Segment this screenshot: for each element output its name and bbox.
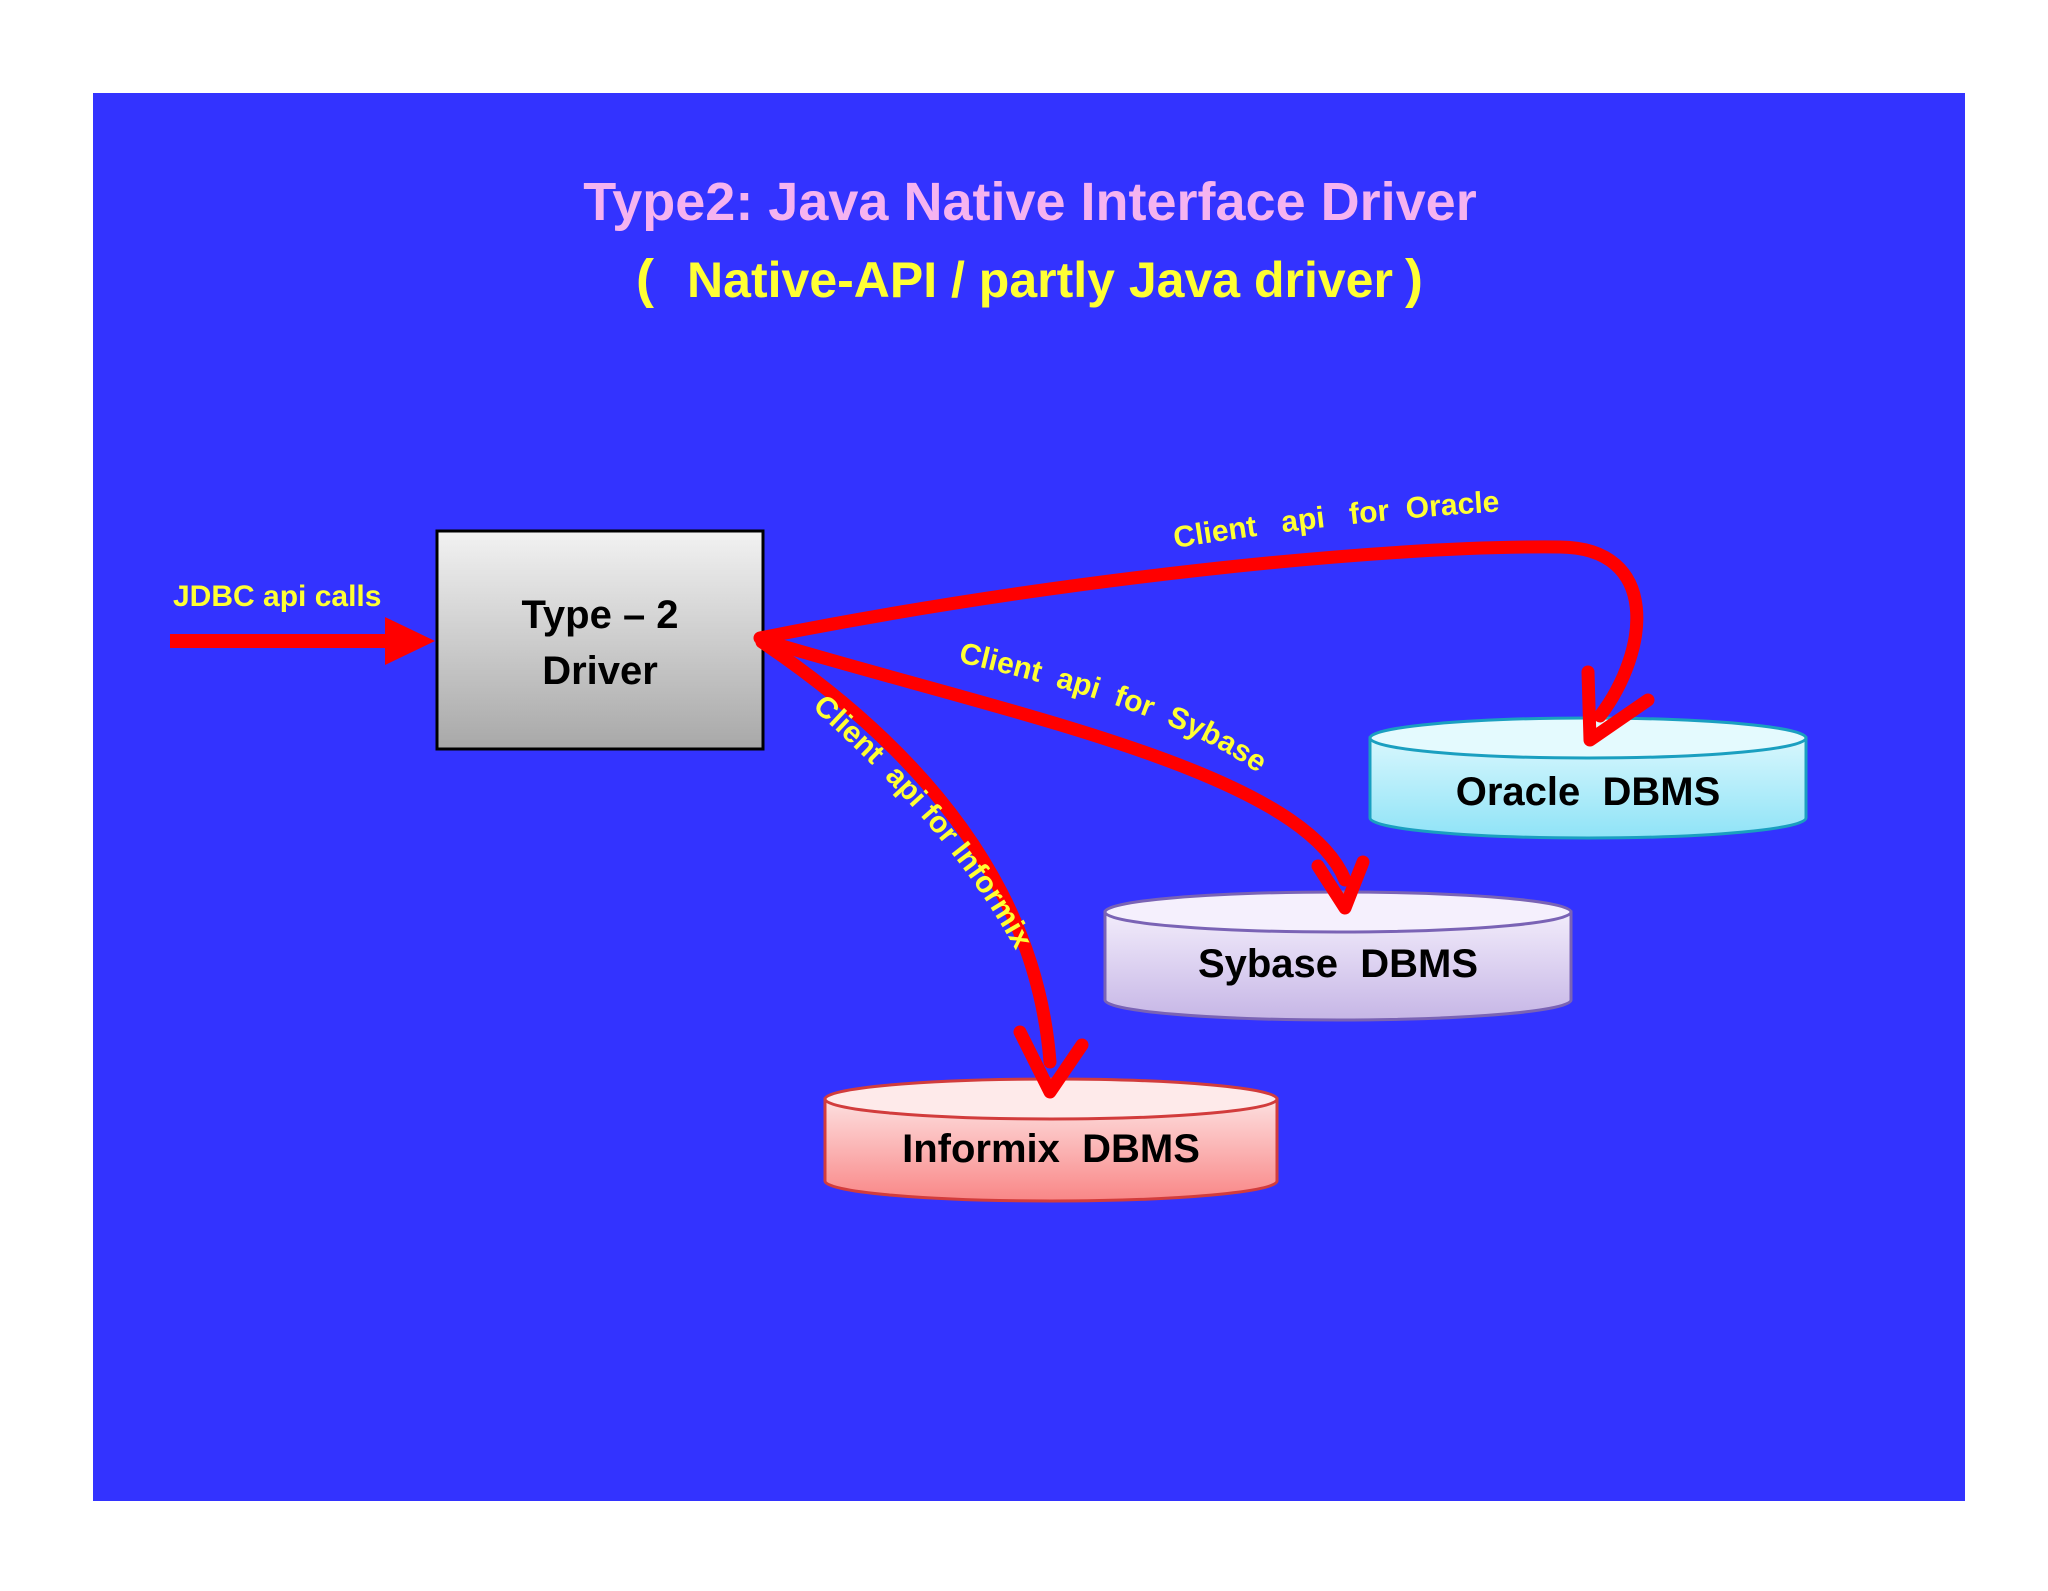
title-paren-close: ) (1405, 249, 1423, 309)
driver-box-line-2: Driver (542, 649, 658, 693)
informix-connection-arrow (755, 635, 1089, 1099)
title-paren-open: ( (636, 249, 654, 309)
oracle-connection-arrow (753, 540, 1655, 747)
sybase-dbms-label: Sybase DBMS (1198, 942, 1478, 986)
informix-dbms-cylinder (823, 1077, 1279, 1203)
title-line-1: Type2: Java Native Interface Driver (583, 172, 1476, 232)
sybase-dbms-cylinder (1103, 890, 1573, 1022)
sybase-connection-arrow (755, 633, 1370, 915)
oracle-dbms-label: Oracle DBMS (1456, 770, 1721, 814)
title-line-2: Native-API / partly Java driver (687, 252, 1393, 308)
jdbc-api-calls-label: JDBC api calls (173, 580, 381, 613)
driver-box-line-1: Type – 2 (521, 593, 678, 637)
driver-box (435, 529, 765, 751)
informix-dbms-label: Informix DBMS (902, 1127, 1200, 1171)
jdbc-input-arrow (170, 617, 435, 665)
